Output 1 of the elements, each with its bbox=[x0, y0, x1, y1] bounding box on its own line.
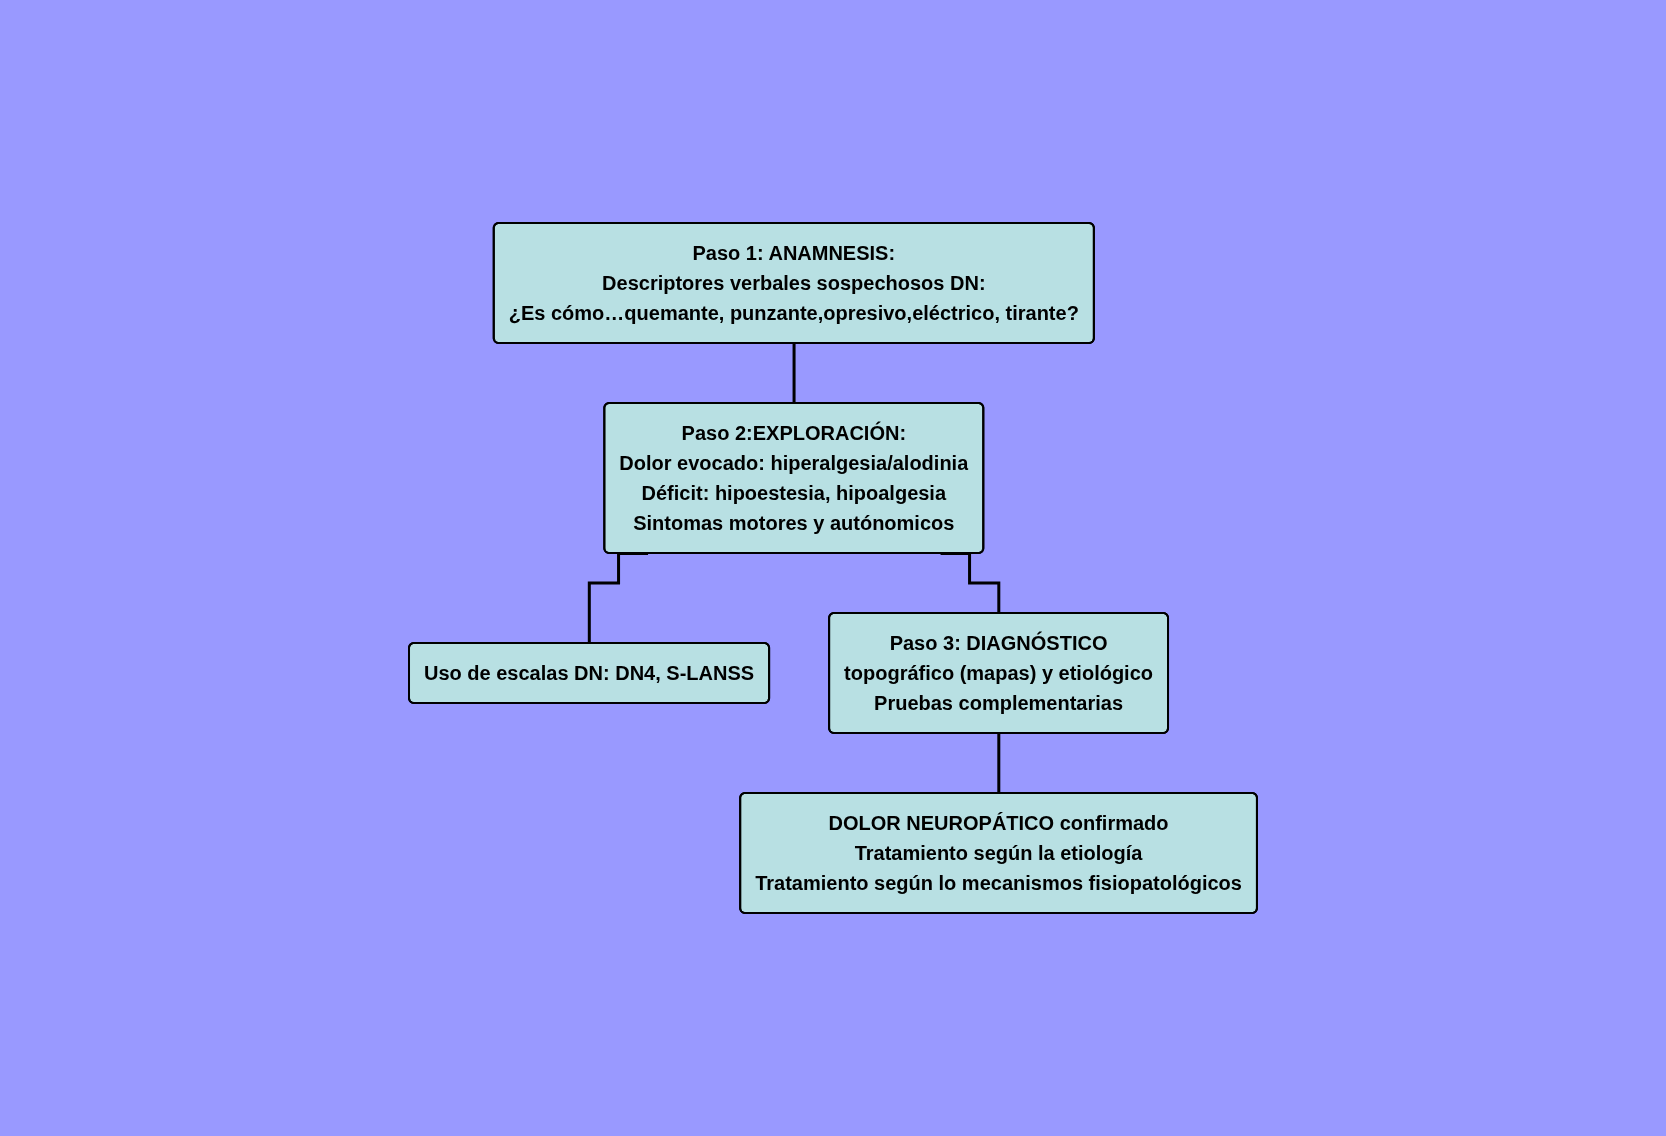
connector bbox=[792, 342, 796, 405]
